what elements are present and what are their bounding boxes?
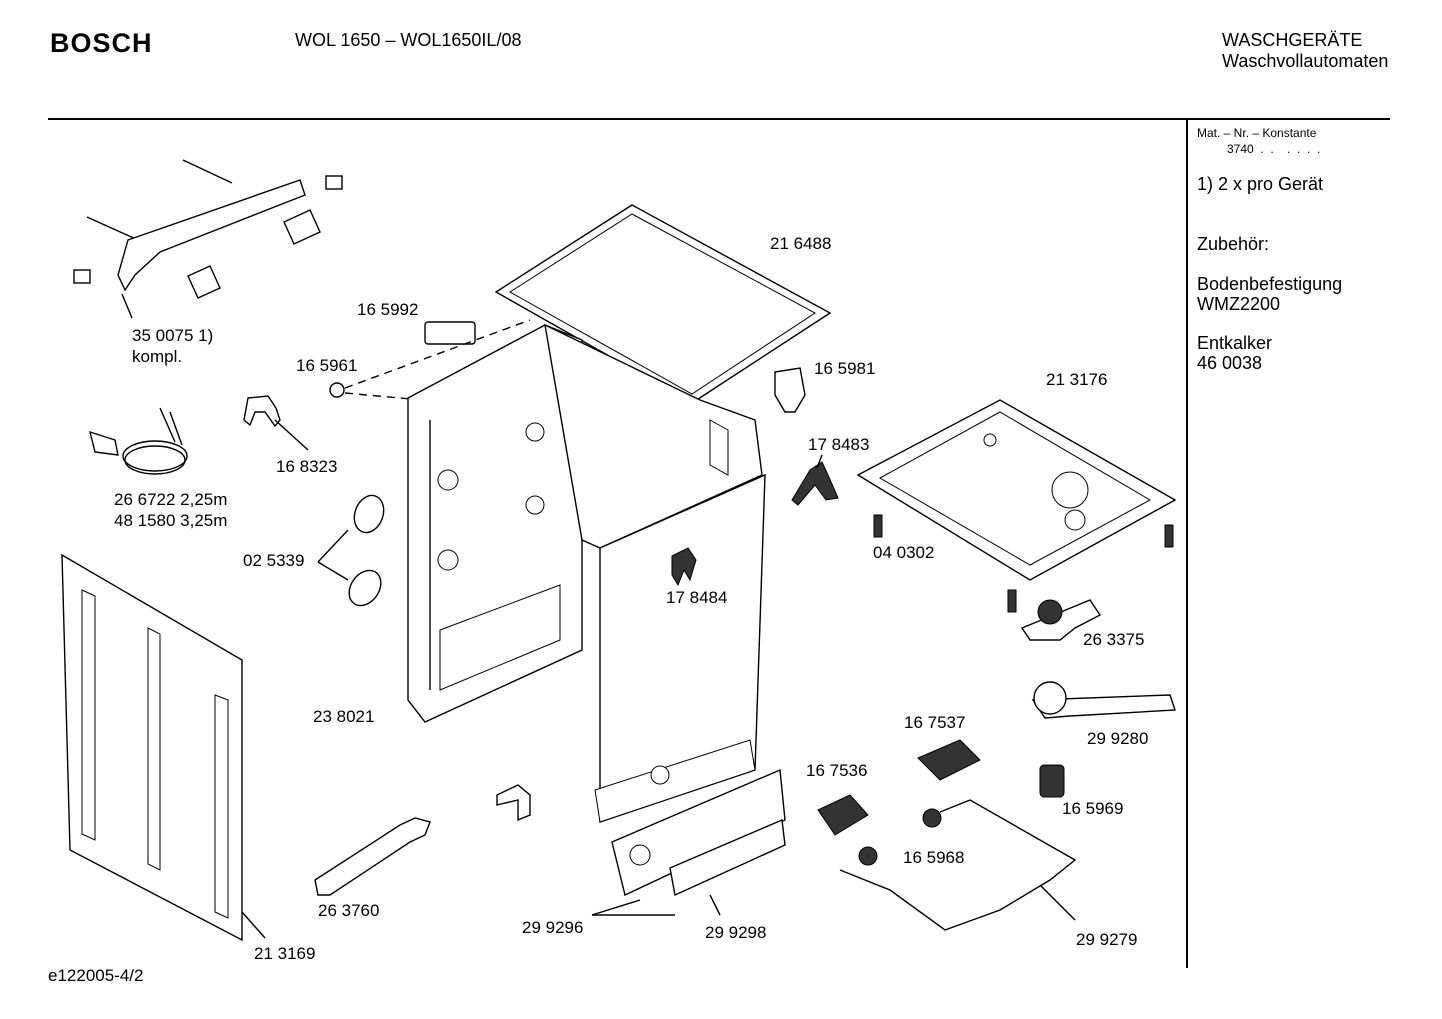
category-title: WASCHGERÄTE	[1222, 30, 1363, 50]
part-label: 16 7537	[904, 713, 966, 732]
part-label: 16 5981	[814, 359, 876, 378]
switch-part-2	[817, 794, 869, 836]
foot-part	[774, 367, 806, 413]
cover-plate-part	[424, 321, 476, 345]
part-label: 29 9296	[522, 918, 584, 937]
button-cap-2	[858, 846, 878, 866]
part-label: 29 9279	[1076, 930, 1138, 949]
bottom-frame	[856, 399, 1177, 581]
floor-fastening-bracket	[73, 159, 343, 319]
part-label: 16 7536	[806, 761, 868, 780]
part-label: 02 5339	[243, 551, 305, 570]
accessory-name: Entkalker	[1197, 333, 1273, 353]
part-label: 35 0075 1)	[132, 326, 214, 345]
switch-part	[917, 739, 981, 781]
hinge-part-2	[671, 547, 697, 587]
dispenser-arm-part	[1031, 694, 1176, 719]
part-label: 21 3169	[254, 944, 316, 963]
screw-part	[873, 514, 883, 538]
screw-part	[1007, 589, 1017, 613]
accessories-title: Zubehör:	[1197, 234, 1270, 254]
hinge-part	[791, 461, 839, 506]
part-label: 29 9280	[1087, 729, 1149, 748]
drawing-id: e122005-4/2	[48, 966, 144, 985]
part-label: 04 0302	[873, 543, 935, 562]
part-label: 21 3176	[1046, 370, 1108, 389]
part-label: kompl.	[132, 347, 183, 366]
part-label: 16 5968	[903, 848, 965, 867]
button-cap	[922, 808, 942, 828]
sensor-part	[1039, 764, 1065, 798]
power-cable	[89, 407, 188, 475]
header-divider	[48, 118, 1390, 120]
part-label: 17 8484	[666, 588, 728, 607]
accessory-name: Bodenbefestigung	[1197, 274, 1343, 294]
top-plate	[494, 204, 832, 404]
part-label: 21 6488	[770, 234, 832, 253]
category-subtitle: Waschvollautomaten	[1222, 51, 1389, 71]
cabinet-housing	[407, 323, 766, 823]
part-label: 16 5992	[357, 300, 419, 319]
model-number: WOL 1650 – WOL1650IL/08	[295, 30, 522, 50]
cap-part	[329, 382, 345, 398]
mat-nr-label: Mat. – Nr. – Konstante	[1197, 126, 1317, 140]
heater-wire-frame	[839, 799, 1077, 931]
screw-part	[1164, 524, 1174, 548]
pump-bracket-part	[1020, 599, 1102, 641]
part-label: 23 8021	[313, 707, 375, 726]
small-bracket-part	[496, 784, 531, 822]
part-label: 48 1580 3,25m	[114, 511, 228, 530]
sidebar-divider	[1186, 120, 1188, 968]
part-label: 16 5969	[1062, 799, 1124, 818]
footnote-text: 1) 2 x pro Gerät	[1197, 174, 1324, 194]
mat-nr-value: 3740 . . . . . .	[1227, 142, 1321, 156]
part-label: 26 3375	[1083, 630, 1145, 649]
bosch-logo: BOSCH	[50, 28, 153, 58]
part-label: 29 9298	[705, 923, 767, 942]
gasket-rings	[317, 494, 385, 607]
part-label: 17 8483	[808, 435, 870, 454]
part-label: 26 3760	[318, 901, 380, 920]
part-label: 16 8323	[276, 457, 338, 476]
accessory-code: 46 0038	[1197, 353, 1263, 373]
part-label: 16 5961	[296, 356, 358, 375]
part-label: 26 6722 2,25m	[114, 490, 228, 509]
accessory-code: WMZ2200	[1197, 294, 1281, 314]
wrench-tool	[314, 817, 431, 896]
control-panel	[611, 768, 786, 897]
side-panel	[61, 553, 243, 942]
clip-part	[243, 395, 281, 428]
